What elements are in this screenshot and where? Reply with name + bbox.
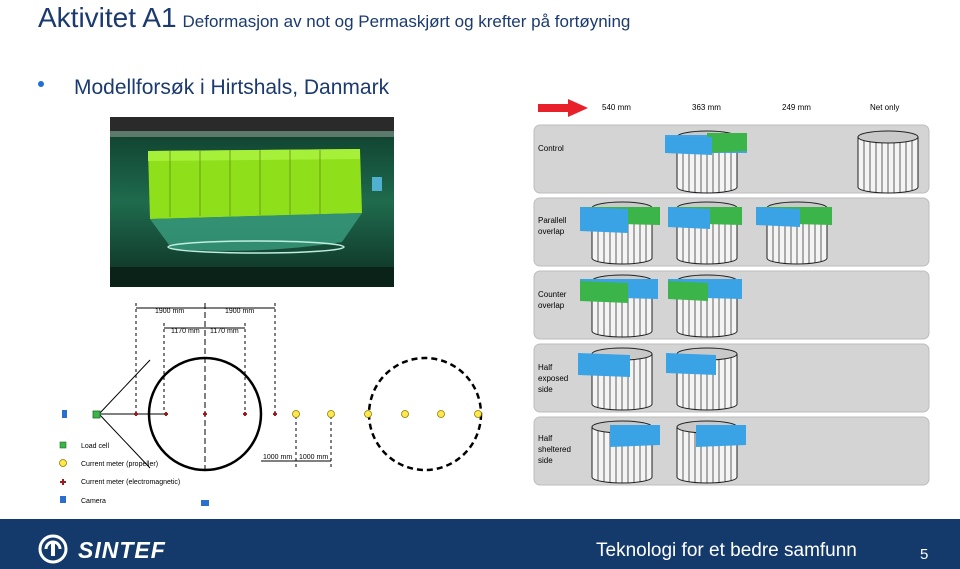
legend-label-camera: Camera <box>81 498 106 505</box>
legend-item-current-meter-propeller: Current meter (propeller) <box>59 459 158 468</box>
dim-label-mid-b: 1170 mm <box>210 328 239 335</box>
column-header-net-only: Net only <box>870 103 899 112</box>
footer-tagline: Teknologi for et bedre samfunn <box>596 540 857 561</box>
legend-label-load-cell: Load cell <box>81 443 109 450</box>
page-number: 5 <box>920 546 929 563</box>
current-direction-arrow <box>538 99 588 117</box>
dim-label-mid-a: 1170 mm <box>171 328 200 335</box>
dim-label-top-a: 1900 mm <box>155 308 184 315</box>
bullet-dot <box>38 81 44 88</box>
row-label-overlap: overlap <box>538 227 565 236</box>
dim-label-bottom-a: 1000 mm <box>263 454 292 461</box>
dim-label-top-b: 1900 mm <box>225 308 254 315</box>
diagram-legend: Load cell Current meter (propeller) Curr… <box>59 441 180 505</box>
row-label-half-2: Half <box>538 434 553 443</box>
bullet-text: Modellforsøk i Hirtshals, Danmark <box>74 76 390 99</box>
row-label-sheltered: sheltered <box>538 445 571 454</box>
row-label-counter-overlap: overlap <box>538 301 565 310</box>
column-header-249: 249 mm <box>782 103 811 112</box>
column-header-363: 363 mm <box>692 103 721 112</box>
config-row-half-exposed-side: Half exposed side <box>533 343 930 413</box>
skirt-configurations: 540 mm 363 mm 249 mm Net only Control Pa… <box>533 99 930 486</box>
slide-title: Aktivitet A1 Deformasjon av not og Permas… <box>38 2 630 34</box>
legend-label-current-meter-propeller: Current meter (propeller) <box>81 461 158 468</box>
row-label-exposed-side: side <box>538 385 553 394</box>
footer-bar: SINTEF Teknologi for et bedre samfunn 5 <box>0 519 960 569</box>
logo-text: SINTEF <box>78 537 166 563</box>
row-label-control: Control <box>538 144 564 153</box>
row-label-exposed: exposed <box>538 374 568 383</box>
legend-label-current-meter-electromagnetic: Current meter (electromagnetic) <box>81 479 180 486</box>
legend-item-current-meter-electromagnetic: Current meter (electromagnetic) <box>60 479 180 486</box>
config-row-half-sheltered-side: Half sheltered side <box>533 416 930 486</box>
config-row-parallell-overlap: Parallell overlap <box>533 197 930 267</box>
sintef-logo: SINTEF <box>38 534 198 564</box>
sintef-logo-icon <box>38 534 68 564</box>
legend-item-load-cell: Load cell <box>59 441 109 450</box>
config-row-counter-overlap: Counter overlap <box>533 270 930 340</box>
dim-label-bottom-b: 1000 mm <box>299 454 328 461</box>
row-label-parallell: Parallell <box>538 216 567 225</box>
title-subtitle: Deformasjon av not og Permaskjørt og kre… <box>182 12 631 31</box>
column-header-540: 540 mm <box>602 103 631 112</box>
row-label-sheltered-side: side <box>538 456 553 465</box>
row-label-half: Half <box>538 363 553 372</box>
bullet-item: Modellforsøk i Hirtshals, Danmark <box>38 76 389 100</box>
row-label-counter: Counter <box>538 290 567 299</box>
config-row-control: Control <box>533 124 930 194</box>
legend-item-camera: Camera <box>60 496 106 505</box>
title-main: Aktivitet A1 <box>38 2 177 33</box>
sensor-layout-diagram: 1900 mm 1900 mm 1170 mm 1170 mm 1000 mm … <box>59 303 483 506</box>
tank-photo <box>110 117 394 287</box>
